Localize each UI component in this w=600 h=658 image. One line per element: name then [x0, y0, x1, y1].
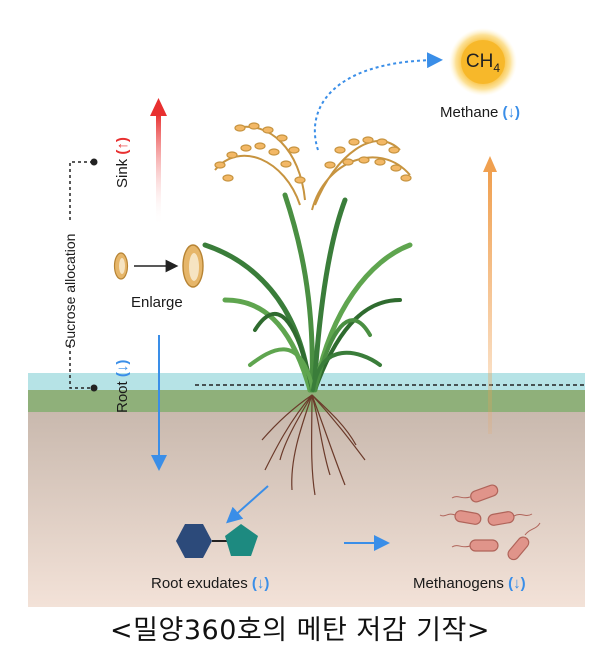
sink-arrow-head: [150, 98, 167, 116]
large-grain-icon: [182, 244, 204, 288]
methanogens-label: Methanogens (↓): [413, 575, 526, 592]
sucrose-allocation-label: Sucrose allocation: [62, 233, 78, 348]
methane-trend: (↓): [502, 104, 521, 121]
enlarge-label: Enlarge: [131, 294, 183, 311]
sink-label: Sink (↑): [114, 137, 131, 188]
bracket-dot-top: [90, 158, 98, 166]
root-exudates-label: Root exudates (↓): [151, 575, 270, 592]
figure-caption: <밀양360호의 메탄 저감 기작>: [110, 615, 490, 646]
root-trend: (↓): [114, 359, 131, 378]
soil-layer: [28, 412, 585, 607]
exudate-arrow: [226, 485, 269, 524]
rice-roots: [261, 394, 366, 496]
sucrose-bracket: [69, 161, 93, 389]
small-grain-icon: [113, 252, 129, 280]
root-exudates-molecule-icon: [176, 524, 258, 558]
methanogens-trend: (↓): [508, 575, 526, 592]
emission-arc-arrow: [313, 52, 443, 151]
sink-arrow-shaft: [156, 114, 161, 226]
bracket-dot-bottom: [90, 384, 98, 392]
methane-sun-core: [461, 40, 505, 84]
root-label: Root (↓): [114, 359, 131, 413]
sink-trend: (↑): [114, 137, 131, 155]
methane-rise-arrow-head: [483, 156, 497, 172]
rice-panicles: [214, 122, 412, 211]
methanogens-icon: [439, 484, 541, 561]
methane-label: Methane (↓): [440, 104, 521, 121]
methane-rise-arrow-shaft: [488, 172, 492, 434]
rice-leaves: [202, 192, 413, 393]
methane-formula: CH4: [465, 51, 501, 75]
root-exudates-trend: (↓): [251, 575, 270, 592]
